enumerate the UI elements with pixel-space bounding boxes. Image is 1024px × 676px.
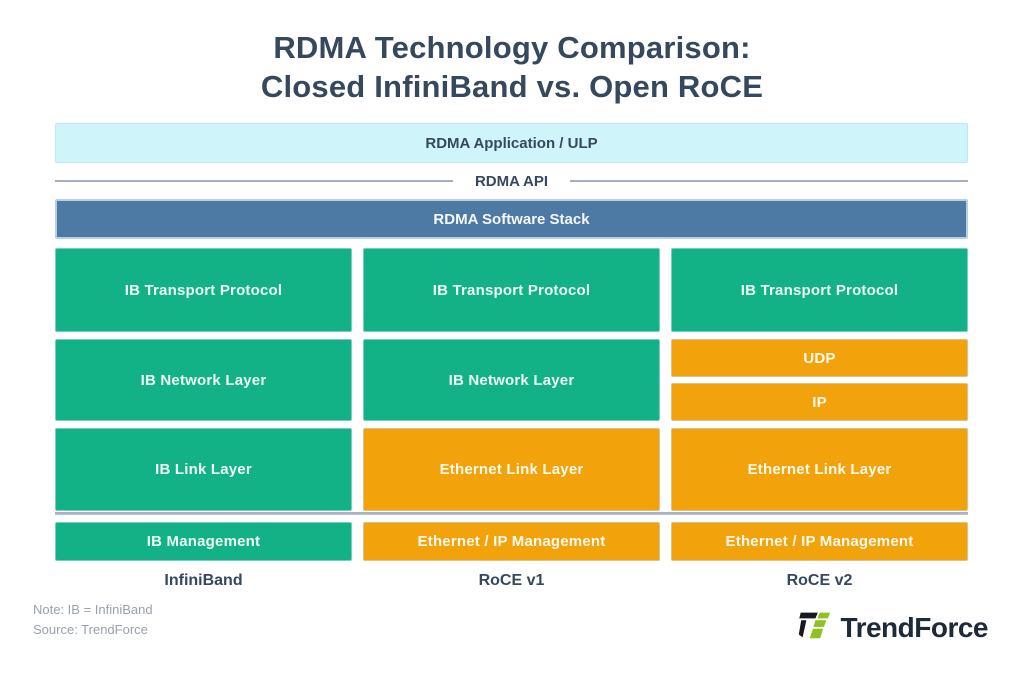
column-roce-v1: IB Transport Protocol IB Network Layer E… bbox=[363, 248, 660, 598]
block-label: Ethernet / IP Management bbox=[417, 533, 606, 550]
rdma-software-stack-bar: RDMA Software Stack bbox=[55, 199, 968, 239]
column-infiniband: IB Transport Protocol IB Network Layer I… bbox=[55, 248, 352, 598]
footnote-note: Note: IB = InfiniBand bbox=[33, 602, 153, 617]
block-ib-transport-protocol: IB Transport Protocol bbox=[671, 248, 968, 332]
block-label: IB Transport Protocol bbox=[432, 281, 591, 299]
block-label: Ethernet Link Layer bbox=[439, 461, 584, 478]
page-title: RDMA Technology Comparison: Closed Infin… bbox=[0, 28, 1024, 106]
block-ip: IP bbox=[671, 383, 968, 421]
block-label: IB Network Layer bbox=[448, 371, 575, 389]
title-line-2: Closed InfiniBand vs. Open RoCE bbox=[260, 69, 764, 104]
trendforce-logo: TrendForce bbox=[795, 606, 989, 649]
comparison-columns: IB Transport Protocol IB Network Layer I… bbox=[55, 248, 968, 598]
column-label-roce-v2: RoCE v2 bbox=[786, 572, 853, 589]
block-ib-link-layer: IB Link Layer bbox=[55, 428, 352, 511]
block-ethernet-ip-management: Ethernet / IP Management bbox=[363, 522, 660, 561]
management-separator-line bbox=[55, 512, 968, 515]
block-ib-management: IB Management bbox=[55, 522, 352, 561]
trendforce-wordmark: TrendForce bbox=[840, 611, 989, 643]
column-label-infiniband: InfiniBand bbox=[164, 572, 243, 589]
rdma-api-label: RDMA API bbox=[474, 172, 549, 190]
block-label: Ethernet / IP Management bbox=[725, 533, 914, 550]
rdma-software-stack-label: RDMA Software Stack bbox=[433, 210, 590, 228]
footnote: Note: IB = InfiniBand Source: TrendForce bbox=[33, 600, 153, 640]
block-ib-transport-protocol: IB Transport Protocol bbox=[363, 248, 660, 332]
block-label: IB Transport Protocol bbox=[124, 281, 283, 299]
block-ethernet-link-layer: Ethernet Link Layer bbox=[363, 428, 660, 511]
block-udp: UDP bbox=[671, 339, 968, 377]
rdma-application-bar: RDMA Application / ULP bbox=[55, 123, 968, 163]
block-label: UDP bbox=[803, 349, 836, 367]
rdma-application-label: RDMA Application / ULP bbox=[425, 134, 598, 152]
rdma-api-row: RDMA API bbox=[55, 172, 968, 190]
block-label: IP bbox=[812, 393, 827, 411]
block-ethernet-link-layer: Ethernet Link Layer bbox=[671, 428, 968, 511]
api-rule-left bbox=[55, 180, 453, 182]
block-label: IB Management bbox=[146, 533, 261, 550]
footnote-source: Source: TrendForce bbox=[33, 622, 148, 637]
trendforce-logo-icon bbox=[795, 606, 833, 649]
column-roce-v2: IB Transport Protocol UDP IP Ethernet Li… bbox=[671, 248, 968, 598]
block-ethernet-ip-management: Ethernet / IP Management bbox=[671, 522, 968, 561]
block-label: IB Network Layer bbox=[140, 371, 267, 389]
block-ib-network-layer: IB Network Layer bbox=[55, 339, 352, 421]
api-rule-right bbox=[570, 180, 968, 182]
block-label: IB Link Layer bbox=[155, 461, 252, 478]
column-label-roce-v1: RoCE v1 bbox=[478, 572, 545, 589]
block-ib-network-layer: IB Network Layer bbox=[363, 339, 660, 421]
block-label: IB Transport Protocol bbox=[740, 281, 899, 299]
block-ib-transport-protocol: IB Transport Protocol bbox=[55, 248, 352, 332]
title-line-1: RDMA Technology Comparison: bbox=[273, 30, 751, 65]
block-label: Ethernet Link Layer bbox=[747, 461, 892, 478]
